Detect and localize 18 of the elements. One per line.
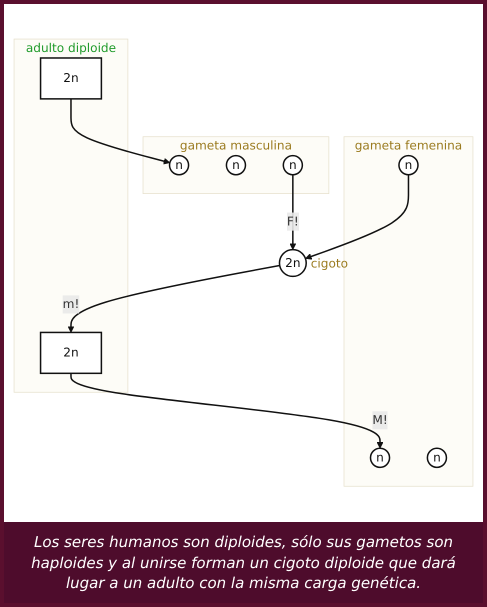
- edge-label: M!: [372, 413, 388, 428]
- edge-label: m!: [62, 297, 80, 312]
- node-circle: n: [282, 155, 304, 176]
- node-circle: n: [370, 448, 390, 469]
- node-circle: 2n: [278, 249, 307, 278]
- arrow: [305, 175, 410, 260]
- arrow: [70, 374, 384, 450]
- node-circle: n: [426, 448, 448, 469]
- node-box: 2n: [40, 332, 102, 375]
- caption: Los seres humanos son diploides, sólo sus gametos son haploides y al unirse forman un cigoto diploide que dará lugar a un adulto con la misma carga genética.: [4, 522, 483, 603]
- arrow: [290, 175, 296, 250]
- node-box: 2n: [40, 58, 102, 100]
- node-circle: n: [398, 155, 419, 176]
- edge-label: F!: [286, 214, 299, 229]
- arrow: [68, 265, 280, 334]
- arrow: [70, 99, 170, 165]
- node-circle: n: [168, 155, 190, 176]
- node-circle: n: [226, 155, 246, 176]
